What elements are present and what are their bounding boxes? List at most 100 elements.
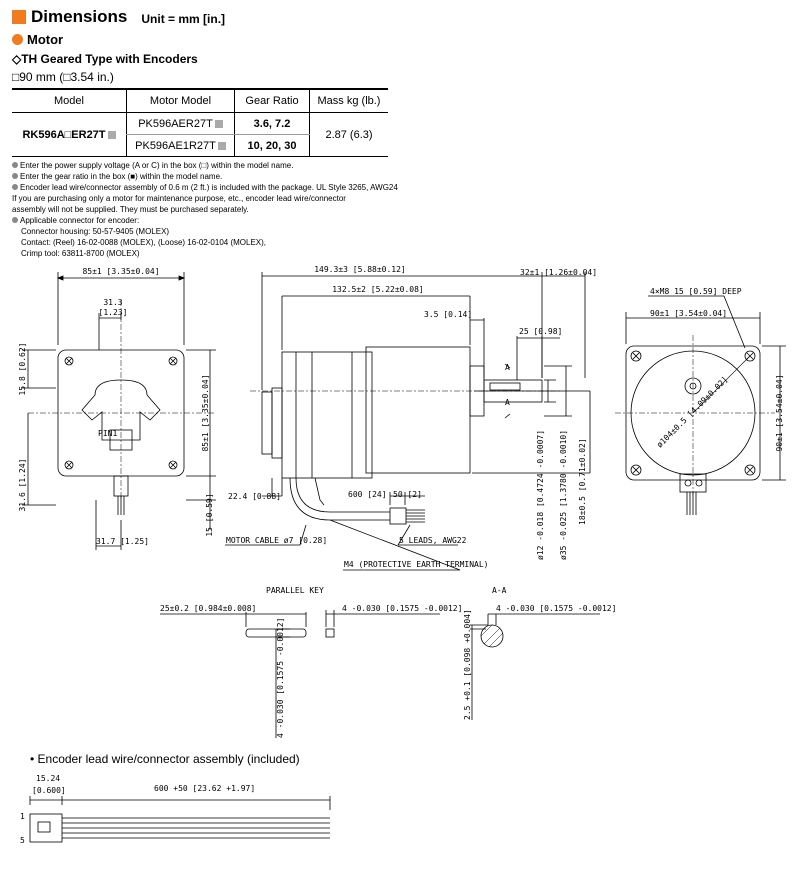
mount-hole-icon [168,356,178,366]
end-height-dim: 90±1 [3.54±0.04] [775,374,784,451]
section-depth-dim: 2.5 +0.1 [0.098 +0.004] [463,609,472,720]
pcd-dim: ø104±0.5 [4.09±0.02] [655,375,729,449]
shaft-total-dim: 32±1 [1.26±0.04] [520,268,597,277]
overall-length-dim: 149.3±3 [5.88±0.12] [314,265,406,274]
encoder-cap [261,391,273,455]
front-view: 85±1 [3.35±0.04] 31.3 [1.23] PIN1 15.8 [… [18,267,216,550]
section-mark-bottom: A [505,398,510,407]
col-motor-model: Motor Model [126,88,235,113]
note: Connector housing: 50-57-9405 (MOLEX) [12,226,432,237]
parallel-key: PARALLEL KEY 25±0.2 [0.984±0.008] 4 -0.0… [160,586,462,738]
side-view: A A 149.3±3 [5.88±0.12] 32±1 [1.26±0.04]… [225,265,597,571]
section-mark-top: A [505,363,510,372]
section-title: A-A [492,586,507,595]
terminal-label: M4 (PROTECTIVE EARTH TERMINAL) [344,560,489,569]
encoder-length-dim: 22.4 [0.88] [228,492,281,501]
model-cell: RK596A□ER27T [12,112,127,157]
pitch-in-dim: [0.600] [32,786,66,795]
bottom-dim: 31.7 [1.25] [96,537,149,546]
shaft-height-dim: 18±0.5 [0.71±0.02] [578,438,587,525]
spec-table: Model Motor Model Gear Ratio Mass kg (lb… [12,88,388,157]
motor-cable [289,477,390,521]
tapped-hole-icon [744,464,756,476]
encoder-assembly-title: • Encoder lead wire/connector assembly (… [30,752,300,766]
col-gear-ratio: Gear Ratio [234,88,310,113]
note-text: If you are purchasing only a motor for m… [12,194,346,203]
pin-offset-dim: 31.3 [103,298,122,307]
gearhead [365,346,471,474]
encoder-housing [81,379,161,441]
bullet-icon [12,184,18,190]
note-text: Enter the gear ratio in the box (■) with… [20,172,223,181]
note-text: Contact: (Reel) 16-02-0088 (MOLEX), (Loo… [21,238,266,247]
pin-first-label: 1 [20,812,25,821]
front-height-dim: 85±1 [3.35±0.04] [201,374,210,451]
table-row: RK596A□ER27T PK596AER27T 3.6, 7.2 2.87 (… [12,112,388,157]
gear-box-icon [217,141,226,150]
pin-offset-in-dim: [1.23] [99,308,128,317]
body-length-dim: 132.5±2 [5.22±0.08] [332,285,424,294]
end-width-dim: 90±1 [3.54±0.04] [650,309,727,318]
pitch-dim: 15.24 [36,774,60,783]
key-length-dim: 25±0.2 [0.984±0.008] [160,604,256,613]
right-low-dim: 15 [0.59] [205,493,214,536]
section-aa: A-A 4 -0.030 [0.1575 -0.0012] 2.5 +0.1 [… [463,586,616,720]
gear-box-icon [214,119,223,128]
type-heading: ◇TH Geared Type with Encoders [12,52,198,66]
note: Encoder lead wire/connector assembly of … [12,182,432,193]
cable-length-label: 600 +50 [23.62 +1.97] [154,784,255,793]
note-text: assembly will not be supplied. They must… [12,205,249,214]
note-text: Enter the power supply voltage (A or C) … [20,161,294,170]
lead-wires [62,817,330,839]
model-name: RK596A□ER27T [22,128,106,141]
front-width-dim: 85±1 [3.35±0.04] [82,267,159,276]
gear-box-icon [107,130,116,139]
motor-model: PK596AER27T [138,117,213,130]
note-text: Crimp tool: 63811-8700 (MOLEX) [21,249,140,258]
left-top-dim: 15.8 [0.62] [18,343,27,396]
orange-dot-icon [12,34,23,45]
table-row: PK596AE1R27T 10, 20, 30 [12,134,388,157]
motor-model: PK596AE1R27T [135,139,216,152]
gear-ratio-cell: 3.6, 7.2 [234,112,310,135]
mass-cell: 2.87 (6.3) [309,112,388,157]
frame-size: □90 mm (□3.54 in.) [12,70,114,84]
mount-hole-icon [168,460,178,470]
leads-label: 5 LEADS, AWG22 [399,536,467,545]
shaft-length-dim: 25 [0.98] [519,327,562,336]
mount-hole-icon [64,460,74,470]
tapped-hole-icon [630,464,642,476]
strip-length-dim: 50 [2] [393,490,422,499]
encoder-body [271,387,283,459]
note-text: Applicable connector for encoder: [20,216,140,225]
note: Crimp tool: 63811-8700 (MOLEX) [12,248,432,259]
tapped-hole-icon [630,350,642,362]
col-mass: Mass kg (lb.) [309,88,388,113]
key-slot [489,382,521,391]
key-end [325,628,335,638]
key-title: PARALLEL KEY [266,586,324,595]
note: Enter the gear ratio in the box (■) with… [12,171,432,182]
key-height-dim: 4 -0.030 [0.1575 -0.0012] [276,618,285,738]
note: Contact: (Reel) 16-02-0088 (MOLEX), (Loo… [12,237,432,248]
flange-dim: 3.5 [0.14] [424,310,472,319]
notes: Enter the power supply voltage (A or C) … [12,160,432,259]
shaft-circle [684,377,702,395]
tapped-hole-icon [744,350,756,362]
motor-model-cell: PK596AER27T [126,112,235,135]
bullet-icon [12,173,18,179]
gear-ratio-cell: 10, 20, 30 [234,134,310,157]
bullet-icon [12,162,18,168]
cable-length-dim: 600 [24] [348,490,387,499]
motor-cable-label: MOTOR CABLE ø7 [0.28] [226,536,327,545]
note: Enter the power supply voltage (A or C) … [12,160,432,171]
page-title: Dimensions [31,7,128,26]
encoder-connector-housing [29,813,63,843]
unit-label: Unit = mm [in.] [141,11,226,26]
note: If you are purchasing only a motor for m… [12,193,432,204]
section-width-dim: 4 -0.030 [0.1575 -0.0012] [496,604,616,613]
end-view: 4×M8 15 [0.59] DEEP 90±1 [3.54±0.04] 90±… [615,287,786,515]
lead-clamp [389,507,407,525]
note: Applicable connector for encoder: [12,215,432,226]
